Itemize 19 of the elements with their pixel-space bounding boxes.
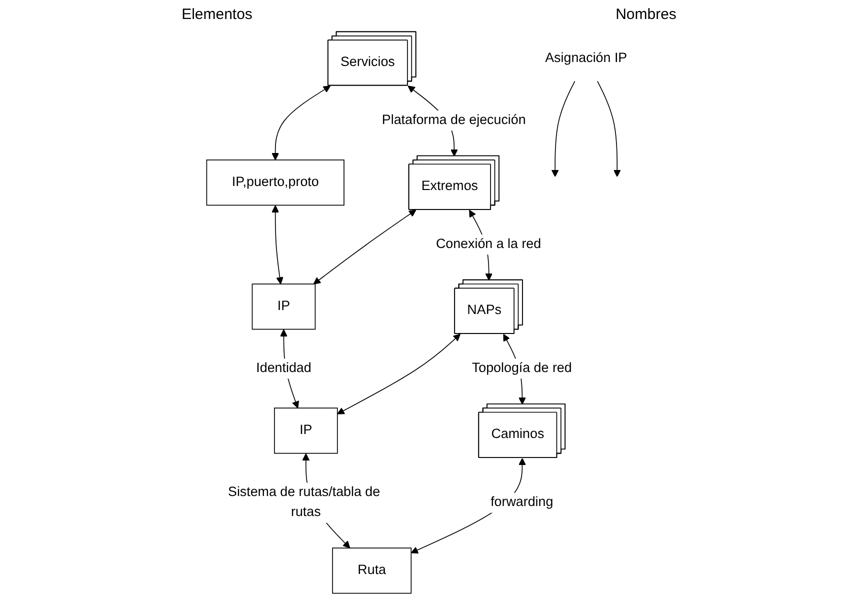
arrow: [271, 86, 330, 160]
edge-label: Topología de red: [471, 361, 572, 376]
node-box: IP: [251, 284, 316, 330]
edge-label: Sistema de rutas/tabla de rutas: [228, 485, 380, 520]
column-heading: Elementos: [182, 6, 252, 23]
arrow: [336, 334, 460, 414]
node-box: Ruta: [332, 548, 412, 594]
edge-label: forwarding: [490, 495, 553, 510]
column-heading: Nombres: [616, 6, 676, 23]
edge-label: Conexión a la red: [435, 237, 541, 252]
node-box: IP,puerto,proto: [206, 160, 344, 206]
arrow: [271, 205, 283, 284]
edge-label: Identidad: [256, 361, 311, 376]
node-text: Asignación IP: [544, 50, 627, 66]
node-box: IP: [274, 408, 338, 454]
arrow: [550, 80, 575, 178]
arrow: [312, 210, 416, 284]
edge-label: Plataforma de ejecución: [381, 113, 526, 128]
arrow: [596, 80, 620, 178]
